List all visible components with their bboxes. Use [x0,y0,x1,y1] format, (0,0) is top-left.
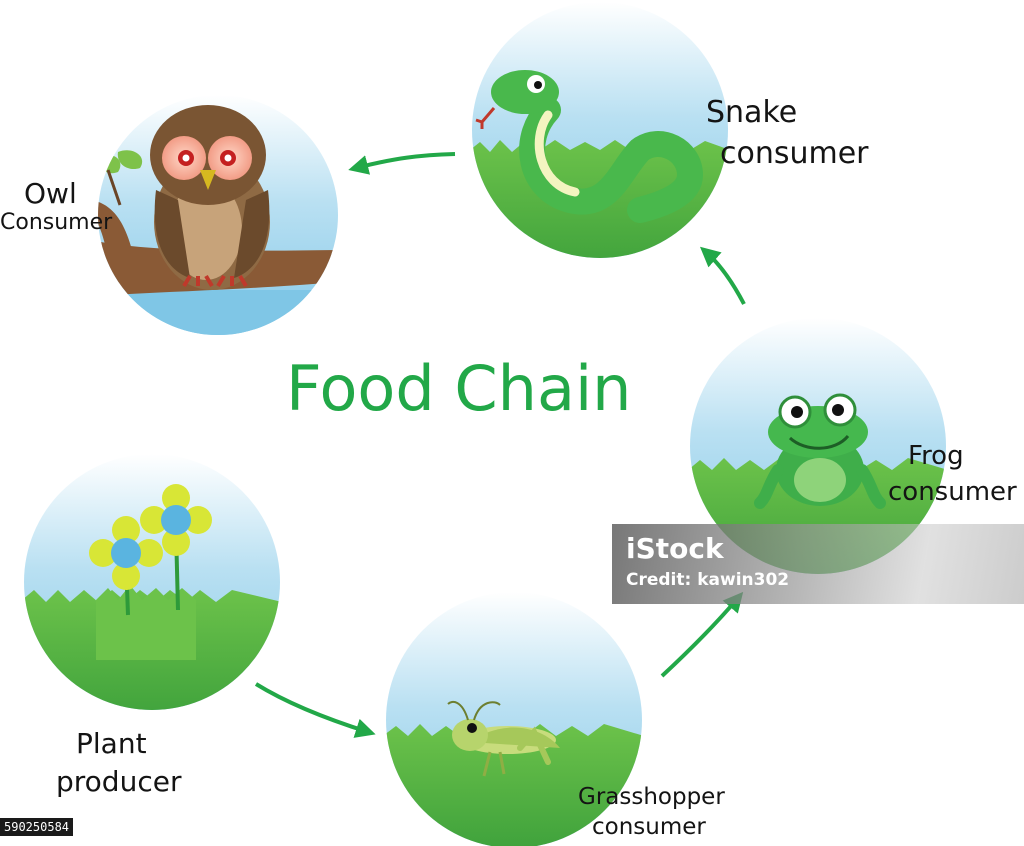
frog-label: Frog consumer [888,441,1017,508]
diagram-title: Food Chain [286,352,632,425]
plant-name: Plant [76,727,147,760]
watermark-logo: iStock [626,532,724,565]
owl-label: Owl Consumer [0,177,112,235]
plant-label: Plant producer [56,727,182,799]
frog-role: consumer [888,476,1017,507]
plant-node [24,454,280,710]
grasshopper-role: consumer [592,814,706,841]
watermark-banner: iStock Credit: kawin302 [612,524,1024,604]
grasshopper-node [386,592,642,846]
arrow-snake-to-owl [348,152,456,175]
grasshopper-name: Grasshopper [578,784,725,810]
owl-name: Owl [24,177,77,210]
owl-icon [150,105,270,290]
snake-name: Snake [706,95,798,130]
owl-role: Consumer [0,210,113,236]
arrow-frog-to-snake [699,246,746,305]
frog-icon [754,393,886,509]
frog-name: Frog [908,441,964,471]
plant-role: producer [56,765,182,799]
stock-id: 590250584 [0,818,74,836]
snake-label: Snake consumer [706,95,869,171]
plant-icon [89,484,212,660]
snake-node [472,2,728,258]
grasshopper-icon [447,701,560,777]
watermark-credit: Credit: kawin302 [626,570,790,590]
arrows [254,152,746,738]
snake-role: consumer [720,135,869,171]
grasshopper-label: Grasshopper consumer [578,784,725,841]
arrow-plant-to-grasshopper [254,682,376,738]
arrow-grasshopper-to-frog [660,591,744,678]
snake-icon [475,70,704,223]
owl-node [98,95,338,335]
